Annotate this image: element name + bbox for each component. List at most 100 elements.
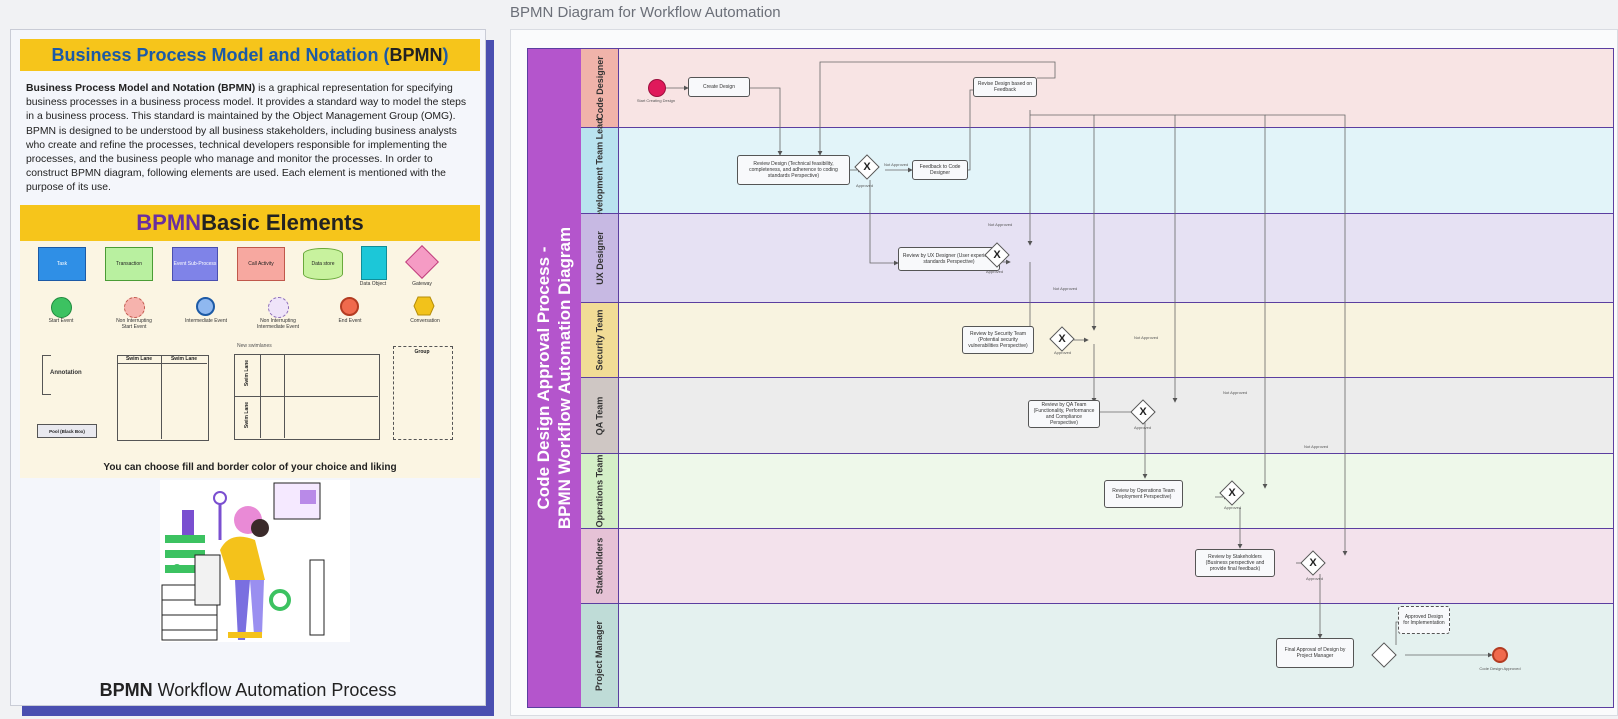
element-call-activity-label: Call Activity — [248, 261, 274, 267]
end-event-label: Code Design Approved — [1479, 666, 1521, 671]
element-task: Task — [38, 247, 86, 281]
lane-project-manager[interactable]: Project Manager — [581, 604, 1614, 708]
flow-label-not-approved: Not Approved — [1134, 335, 1159, 340]
element-event-sub-process: Event Sub-Process — [172, 247, 218, 281]
element-call-activity: Call Activity — [237, 247, 285, 281]
lane-header: Security Team — [581, 303, 619, 377]
flow-label-approved: Approved — [986, 269, 1004, 274]
lane-header: Operations Team — [581, 454, 619, 528]
lane-security-team[interactable]: Security Team — [581, 303, 1614, 378]
task-feedback-code-designer[interactable]: Feedback to Code Designer — [912, 160, 968, 180]
bpmn-title-text: Business Process Model and Notation ( — [51, 44, 390, 65]
element-data-object-shape — [361, 246, 387, 280]
lane-label: Stakeholders — [594, 537, 605, 595]
task-revise-design[interactable]: Revise Design based on Feedback — [973, 77, 1037, 97]
flow-label-not-approved: Not Approved — [1053, 286, 1078, 291]
start-event[interactable] — [648, 79, 666, 97]
workflow-illustration — [160, 480, 350, 642]
element-swim-lanes-h-header — [260, 354, 261, 438]
lane-label: Project Manager — [594, 620, 605, 691]
lane-header: Code Designer — [581, 48, 619, 127]
task-approved-design[interactable]: Approved Design for Implementation — [1398, 606, 1450, 634]
element-swim-lanes-horizontal — [234, 354, 380, 440]
gateway-x-icon: X — [993, 249, 1001, 261]
task-review-qa[interactable]: Review by QA Team (Functionality, Perfor… — [1028, 400, 1100, 428]
element-pool-label: Pool (Black Box) — [49, 428, 85, 434]
gateway-x-icon: X — [1139, 406, 1147, 418]
lane-operations-team[interactable]: Operations Team — [581, 454, 1614, 529]
element-start-event-shape — [51, 297, 72, 318]
lane-header: Development Team Lead — [581, 118, 619, 223]
element-non-interrupting-intermediate-label: Non Interrupting Intermediate Event — [257, 318, 299, 330]
choose-color-note: You can choose fill and border color of … — [103, 462, 397, 473]
element-swim-lanes-divider — [117, 363, 207, 364]
flow-label-approved: Approved — [1054, 350, 1072, 355]
flow-label-not-approved: Not Approved — [1304, 444, 1329, 449]
flow-label-approved: Approved — [1134, 425, 1152, 430]
element-swim-lane-1: Swim Lane — [125, 356, 153, 362]
lane-label: Security Team — [594, 309, 605, 371]
flow-label-approved: Approved — [1224, 505, 1242, 510]
lane-header: Project Manager — [581, 604, 619, 707]
pool-header — [527, 48, 581, 708]
flow-label-approved: Approved — [1306, 576, 1324, 581]
pool-title: Code Design Approval Process -BPMN Workf… — [527, 48, 581, 708]
diagram-title: BPMN Diagram for Workflow Automation — [510, 4, 781, 21]
lane-header: QA Team — [581, 378, 619, 453]
gateway-x-icon: X — [1228, 487, 1236, 499]
flow-label-approved: Approved — [856, 183, 874, 188]
gateway-x-icon: X — [1058, 333, 1066, 345]
task-review-stakeholders[interactable]: Review by Stakeholders (Business perspec… — [1195, 549, 1275, 577]
element-end-event-shape — [340, 297, 359, 316]
lane-stakeholders[interactable]: Stakeholders — [581, 529, 1614, 604]
element-data-object-label: Data Object — [359, 281, 387, 287]
element-annotation-label: Annotation — [50, 370, 82, 376]
basic-elements-title-bpmn: BPMN — [136, 210, 202, 235]
task-review-ux[interactable]: Review by UX Designer (User experience s… — [898, 247, 1000, 271]
bottom-title-rest: Workflow Automation Process — [152, 680, 397, 700]
basic-elements-title-rest: Basic Elements — [201, 210, 364, 235]
task-final-approval[interactable]: Final Approval of Design by Project Mana… — [1276, 638, 1354, 668]
lane-header: UX Designer — [581, 214, 619, 302]
element-swim-lanes-h-divider — [234, 396, 378, 397]
task-review-ops[interactable]: Review by Operations Team Deployment Per… — [1104, 480, 1183, 508]
pool-title-line2: BPMN Workflow Automation Diagram — [555, 226, 575, 530]
pool-title-line1: Code Design Approval Process - — [534, 246, 554, 510]
lane-label: UX Designer — [594, 231, 605, 285]
element-end-event-label: End Event — [338, 318, 362, 324]
basic-elements-title: BPMN Basic Elements — [20, 205, 480, 241]
bpmn-description: Business Process Model and Notation (BPM… — [26, 82, 474, 196]
element-data-store-label: Data store — [311, 261, 335, 267]
element-non-interrupting-start-label: Non Interrupting Start Event — [116, 318, 152, 330]
element-annotation-bracket — [42, 355, 51, 395]
element-start-event-label: Start Event — [48, 318, 74, 324]
element-transaction-label: Transaction — [116, 261, 142, 267]
task-review-security[interactable]: Review by Security Team (Potential secur… — [962, 326, 1034, 354]
element-conversation-shape — [413, 296, 435, 316]
element-swim-lanes-vertical — [117, 355, 209, 441]
bpmn-description-rest: is a graphical representation for specif… — [26, 83, 467, 194]
gateway-x-icon: X — [863, 161, 871, 173]
element-intermediate-event-label: Intermediate Event — [185, 318, 227, 324]
element-swim-lanes-h-split — [284, 354, 285, 438]
element-transaction: Transaction — [105, 247, 153, 281]
end-event[interactable] — [1492, 647, 1508, 663]
flow-label-not-approved: Not Approved — [988, 222, 1013, 227]
lane-label: Code Designer — [594, 55, 605, 120]
flow-label-not-approved: Not Approved — [884, 162, 909, 167]
element-data-store: Data store — [303, 248, 343, 280]
element-swim-lanes-split — [161, 355, 162, 439]
task-create-design[interactable]: Create Design — [688, 77, 750, 97]
element-gateway-label: Gateway — [412, 281, 432, 287]
element-non-interrupting-intermediate-shape — [268, 297, 289, 318]
element-group-label: Group — [414, 349, 430, 355]
element-non-interrupting-start-shape — [124, 297, 145, 318]
gateway-x-icon: X — [1309, 557, 1317, 569]
lane-development-team-lead[interactable]: Development Team Lead — [581, 118, 1614, 223]
element-conversation-label: Conversation — [410, 318, 440, 324]
element-new-swimlanes-label: New swimlanes — [237, 343, 272, 349]
task-review-design-lead[interactable]: Review Design (Technical feasibility, co… — [737, 155, 850, 185]
lane-label: Operations Team — [594, 454, 605, 528]
lane-ux-designer[interactable]: UX Designer — [581, 214, 1614, 303]
lane-label: Development Team Lead — [594, 117, 605, 224]
